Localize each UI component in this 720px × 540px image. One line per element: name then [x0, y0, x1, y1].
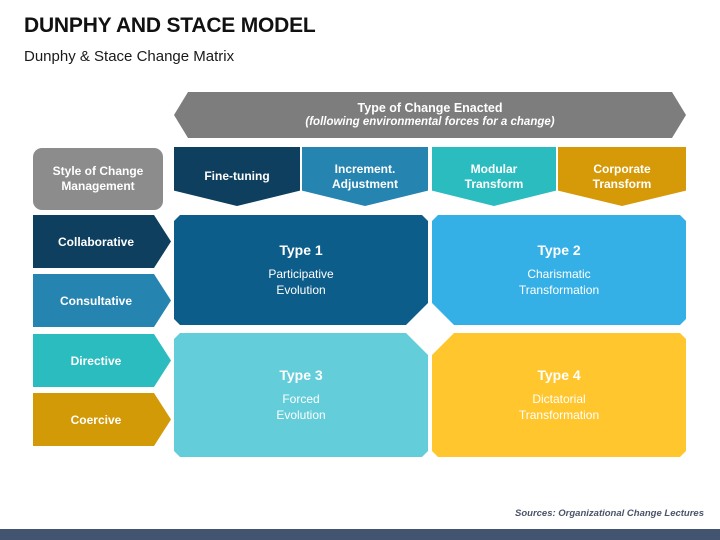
page-subtitle: Dunphy & Stace Change Matrix: [24, 48, 235, 65]
column-header-line1: Fine-tuning: [204, 169, 270, 184]
quadrant-name-line1: Participative: [268, 267, 334, 282]
row-label-coercive[interactable]: Coercive: [33, 393, 171, 446]
column-header-line2: Adjustment: [332, 176, 398, 191]
quadrant-type-label: Type 2: [537, 242, 581, 259]
quadrant-type-label: Type 4: [537, 367, 581, 384]
row-label-text: Directive: [70, 353, 122, 368]
quadrant-name-line2: Transformation: [518, 282, 600, 297]
column-header-line2: Transform: [464, 176, 524, 191]
row-label-directive[interactable]: Directive: [33, 334, 171, 387]
corner-label-line1: Style of Change: [52, 164, 144, 178]
quadrant-name-line2: Evolution: [276, 282, 326, 297]
footer-bar: [0, 529, 720, 540]
row-label-collaborative[interactable]: Collaborative: [33, 215, 171, 268]
column-header-line1: Increment.: [334, 161, 396, 176]
quadrant-name-line1: Charismatic: [527, 267, 591, 282]
quadrant-type-3[interactable]: Type 3 Forced Evolution: [174, 333, 428, 457]
sources-note: Sources: Organizational Change Lectures: [515, 508, 704, 519]
row-label-text: Consultative: [59, 293, 132, 308]
quadrant-name-line2: Transformation: [518, 407, 600, 422]
column-header-line1: Corporate: [593, 161, 651, 176]
column-header-corporate-transform[interactable]: Corporate Transform: [558, 147, 686, 206]
quadrant-type-label: Type 3: [279, 367, 323, 384]
column-header-incremental-adjustment[interactable]: Increment. Adjustment: [302, 147, 428, 206]
row-label-text: Coercive: [70, 412, 122, 427]
type-of-change-banner: Type of Change Enacted (following enviro…: [174, 92, 686, 138]
quadrant-name-line1: Forced: [282, 392, 320, 407]
banner-title: Type of Change Enacted: [357, 100, 503, 115]
quadrant-type-label: Type 1: [279, 242, 323, 259]
column-header-modular-transform[interactable]: Modular Transform: [432, 147, 556, 206]
quadrant-name-line2: Evolution: [276, 407, 326, 422]
column-header-fine-tuning[interactable]: Fine-tuning: [174, 147, 300, 206]
quadrant-name-line1: Dictatorial: [532, 392, 586, 407]
quadrant-type-2[interactable]: Type 2 Charismatic Transformation: [432, 215, 686, 325]
quadrant-type-4[interactable]: Type 4 Dictatorial Transformation: [432, 333, 686, 457]
quadrant-type-1[interactable]: Type 1 Participative Evolution: [174, 215, 428, 325]
style-of-change-management-label: Style of Change Management: [33, 148, 163, 210]
column-header-line1: Modular: [470, 161, 518, 176]
banner-subtitle: (following environmental forces for a ch…: [305, 115, 555, 128]
row-label-text: Collaborative: [57, 234, 135, 249]
page-title: DUNPHY AND STACE MODEL: [24, 14, 316, 37]
corner-label-line2: Management: [61, 179, 135, 193]
column-header-line2: Transform: [592, 176, 652, 191]
row-label-consultative[interactable]: Consultative: [33, 274, 171, 327]
